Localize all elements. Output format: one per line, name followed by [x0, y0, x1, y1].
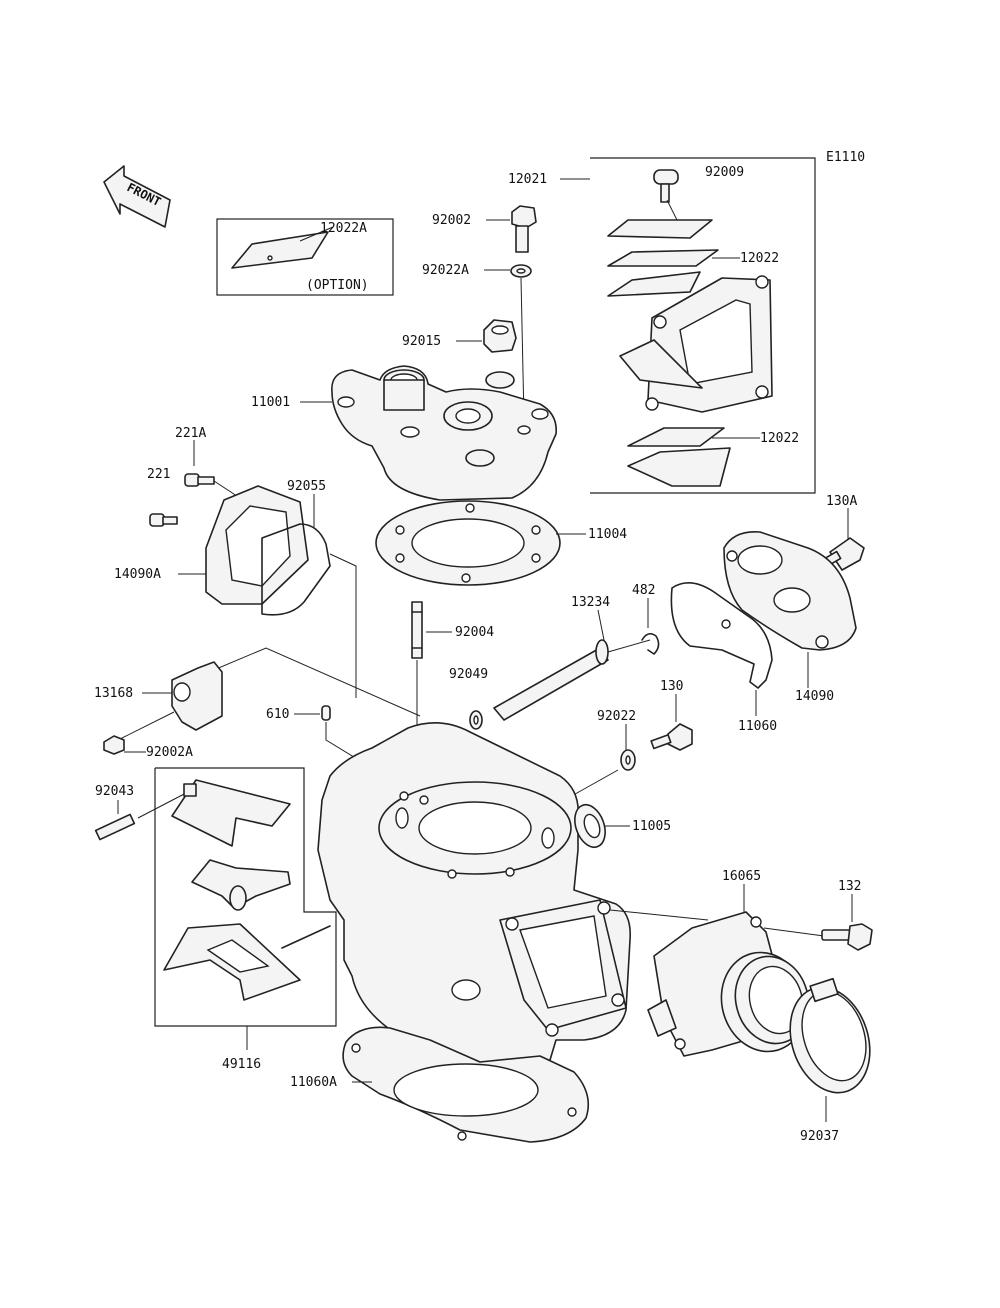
option-box: 12022A (OPTION) [216, 218, 394, 296]
label-92037: 92037 [800, 1129, 839, 1144]
label-221A: 221A [175, 426, 206, 441]
washer-92049: 92049 [449, 667, 488, 730]
cylinder-head-bolt: 92002 [432, 205, 537, 253]
reed-valve-group: 12021 92009 12022 12022 [508, 157, 816, 494]
label-12022-top: 12022 [740, 251, 779, 266]
diagram-code: E1110 [826, 150, 865, 165]
label-11060A: 11060A [290, 1075, 337, 1090]
label-14090: 14090 [795, 689, 834, 704]
exhaust-valve-13168: 13168 92002A [94, 647, 421, 760]
label-11060: 11060 [738, 719, 777, 734]
label-11004: 11004 [588, 527, 627, 542]
exhaust-valve-cover: 130A 14090 11060 [670, 494, 865, 734]
label-221: 221 [147, 467, 170, 482]
label-92002: 92002 [432, 213, 471, 228]
label-132: 132 [838, 879, 861, 894]
left-cover: 221A 221 14090A 92055 [114, 426, 357, 698]
nut-92015: 92015 [402, 319, 517, 353]
valve-assembly-group: 92043 49116 [94, 767, 337, 1072]
cylinder-head: 11001 [251, 365, 557, 501]
label-92009: 92009 [705, 165, 744, 180]
bolt-130: 130 92022 [567, 679, 693, 799]
label-92002A: 92002A [146, 745, 193, 760]
label-92022A: 92022A [422, 263, 469, 278]
label-12021: 12021 [508, 172, 547, 187]
label-11001: 11001 [251, 395, 290, 410]
label-130: 130 [660, 679, 683, 694]
option-label: (OPTION) [306, 278, 369, 293]
cylinder: 11005 [317, 722, 709, 1071]
label-92004: 92004 [455, 625, 494, 640]
label-49116: 49116 [222, 1057, 261, 1072]
label-92015: 92015 [402, 334, 441, 349]
label-92043: 92043 [95, 784, 134, 799]
label-92055: 92055 [287, 479, 326, 494]
head-gasket: 11004 [375, 500, 627, 586]
front-arrow-icon: FRONT [103, 165, 171, 228]
label-13234: 13234 [571, 595, 610, 610]
label-92049: 92049 [449, 667, 488, 682]
label-16065: 16065 [722, 869, 761, 884]
label-12022-bottom: 12022 [760, 431, 799, 446]
label-12022A: 12022A [320, 221, 367, 236]
base-gasket: 11060A [290, 1026, 590, 1143]
washer-92022A: 92022A [422, 263, 532, 421]
label-610: 610 [266, 707, 289, 722]
exhaust-valve-rod: 13234 482 [493, 583, 660, 721]
label-92022: 92022 [597, 709, 636, 724]
intake-manifold: 16065 132 92037 [647, 869, 873, 1144]
label-482: 482 [632, 583, 655, 598]
label-13168: 13168 [94, 686, 133, 701]
label-14090A: 14090A [114, 567, 161, 582]
label-11005: 11005 [632, 819, 671, 834]
label-130A: 130A [826, 494, 857, 509]
